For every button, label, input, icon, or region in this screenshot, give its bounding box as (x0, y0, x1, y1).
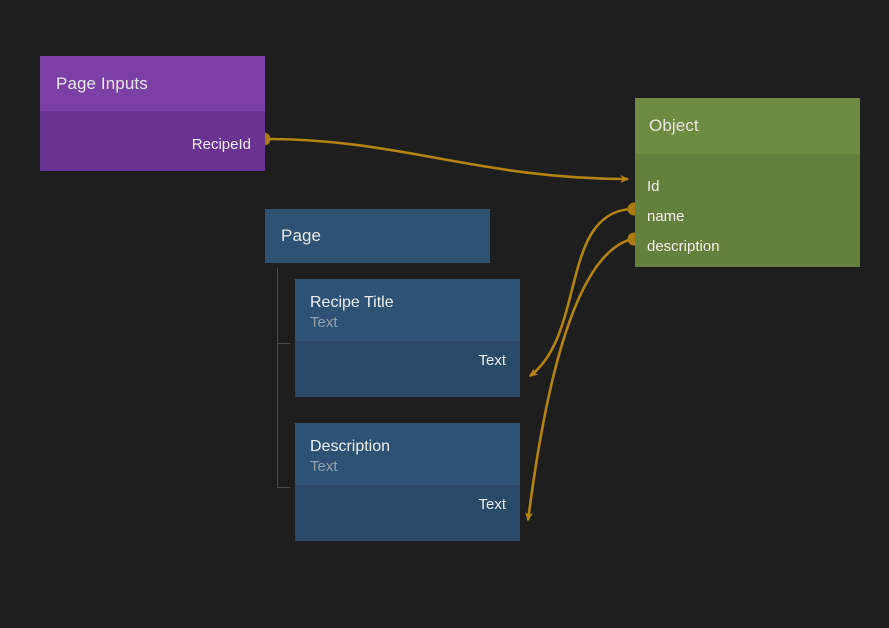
card-description-header[interactable]: Description Text (295, 423, 520, 485)
card-description-port-label[interactable]: Text (478, 496, 506, 513)
card-description-name: Description (310, 438, 391, 455)
node-object[interactable]: Object Id name description (635, 98, 860, 267)
card-recipe-title-body: Text (295, 341, 520, 397)
card-description-type: Text (310, 458, 338, 475)
card-description[interactable]: Description Text Text (295, 423, 520, 541)
card-recipe-title-name: Recipe Title (310, 294, 394, 311)
node-page-inputs[interactable]: Page Inputs RecipeId (40, 56, 265, 171)
card-recipe-title-type: Text (310, 314, 338, 331)
node-page-inputs-title: Page Inputs (56, 73, 148, 93)
object-field-id[interactable]: Id (647, 178, 660, 195)
tree-connector-stub-description (277, 487, 290, 488)
edge-description-to-description-text (525, 237, 633, 522)
node-object-title: Object (649, 116, 699, 135)
node-page-title: Page (281, 226, 322, 245)
node-object-header[interactable]: Object (635, 98, 860, 154)
edge-name-to-recipe-title (528, 207, 633, 378)
card-recipe-title[interactable]: Recipe Title Text Text (295, 279, 520, 397)
tree-connector-vertical (277, 268, 278, 488)
node-page[interactable]: Page (265, 209, 490, 263)
node-page-inputs-header[interactable]: Page Inputs (40, 56, 265, 111)
port-label-recipeid[interactable]: RecipeId (191, 136, 251, 153)
tree-connector-stub-recipe-title (277, 343, 290, 344)
card-recipe-title-port-label[interactable]: Text (478, 352, 506, 369)
edge-recipeid-to-id (267, 137, 630, 183)
node-page-inputs-body: RecipeId (40, 111, 265, 171)
object-field-name[interactable]: name (647, 208, 685, 225)
card-description-body: Text (295, 485, 520, 541)
node-page-header[interactable]: Page (265, 209, 490, 263)
card-recipe-title-header[interactable]: Recipe Title Text (295, 279, 520, 341)
node-object-body: Id name description (635, 154, 860, 267)
object-field-description[interactable]: description (647, 238, 720, 255)
